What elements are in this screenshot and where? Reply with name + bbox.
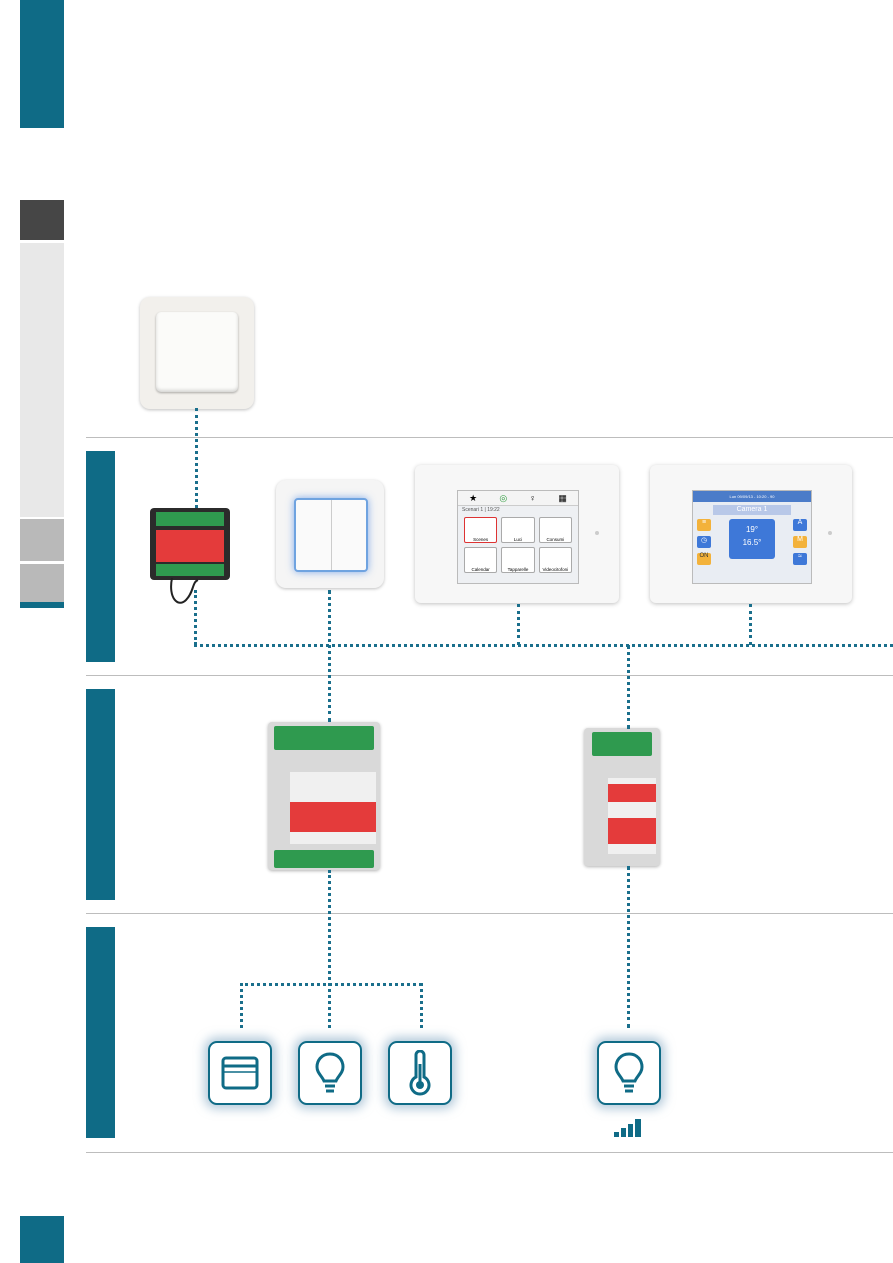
link-dimmer-to-light — [627, 866, 630, 1028]
light-load — [298, 1041, 362, 1105]
dimmer-actuator — [584, 728, 660, 866]
signal-bars-icon — [614, 1119, 641, 1137]
sidebar-light-tab — [20, 243, 64, 517]
thermostat-button-manual[interactable]: M — [793, 536, 807, 548]
bus-line — [194, 644, 893, 647]
tile-videophone[interactable]: Videocitofoni — [538, 547, 572, 573]
tile-lights[interactable]: Luci — [501, 517, 535, 543]
dimmer-terminals-top — [592, 732, 652, 756]
row-divider-3 — [86, 913, 893, 914]
actuator-terminals-top — [274, 726, 374, 750]
link-bus-to-dimmer — [627, 645, 630, 729]
thermostat-set-temp: 19° — [745, 525, 759, 534]
heating-load — [388, 1041, 452, 1105]
actuator-face — [290, 772, 376, 844]
row-band-controls — [86, 451, 115, 662]
interface-module-terminals-top — [156, 512, 224, 526]
touch-panel-status: Scenari 1 | 19:22 — [462, 507, 500, 513]
traditional-switch-rocker — [156, 312, 238, 392]
thermostat-button-fan[interactable]: ≈ — [793, 553, 807, 565]
thermostat-measured-temp: 16.5° — [742, 538, 762, 547]
traditional-switch — [140, 297, 254, 409]
row-divider-1 — [86, 437, 893, 438]
signal-icon[interactable]: ◎ — [499, 492, 508, 503]
touch-panel-sensor-dot — [595, 531, 599, 535]
sidebar-dark-tab — [20, 200, 64, 240]
star-icon[interactable]: ★ — [469, 492, 478, 503]
thermostat-screen: Lun 09/09/13 - 10:20 - 90 Camera 1 19° 1… — [692, 490, 812, 584]
thermostat-zone-label: Camera 1 — [713, 505, 791, 515]
grid-icon[interactable]: ▦ — [558, 492, 567, 503]
thermostat-button-mode[interactable]: ≡ — [697, 519, 711, 531]
link-to-heating — [420, 983, 423, 1028]
load-branch-line — [240, 983, 422, 986]
interface-module-terminals-bottom — [156, 564, 224, 576]
multi-channel-actuator — [268, 722, 380, 870]
bulb-icon — [315, 1052, 345, 1093]
sidebar-grey-underline — [20, 602, 64, 608]
row-divider-4 — [86, 1152, 893, 1153]
double-pushbutton — [276, 480, 384, 588]
dimmable-light-load — [597, 1041, 661, 1105]
thermostat-header: Lun 09/09/13 - 10:20 - 90 — [693, 491, 811, 502]
dimmer-red-label — [608, 784, 656, 802]
dimmable-bulb-icon — [614, 1052, 644, 1093]
thermostat-left-buttons: ≡ ◷ ON — [697, 519, 711, 565]
sidebar-grey-tab-1 — [20, 519, 64, 561]
dimmer-face — [608, 778, 656, 854]
shutter-load — [208, 1041, 272, 1105]
row-divider-2 — [86, 675, 893, 676]
shutter-icon — [221, 1056, 259, 1090]
pushbutton-key-right — [332, 500, 367, 570]
interface-module-wire — [170, 578, 199, 604]
double-pushbutton-keys — [294, 498, 368, 572]
link-interface-to-bus — [194, 590, 197, 645]
touch-panel: ★ ◎ ♀ ▦ Scenari 1 | 19:22 Scenes Luci Co… — [415, 465, 619, 603]
sidebar-grey-tab-2 — [20, 564, 64, 602]
bulb-tab-icon[interactable]: ♀ — [529, 493, 537, 503]
tile-scenes[interactable]: Scenes — [464, 517, 498, 543]
thermostat-button-auto[interactable]: A — [793, 519, 807, 531]
thermostat-button-on[interactable]: ON — [697, 553, 711, 565]
link-thermostat-to-bus — [749, 604, 752, 645]
touch-panel-screen: ★ ◎ ♀ ▦ Scenari 1 | 19:22 Scenes Luci Co… — [457, 490, 579, 584]
thermostat-display: 19° 16.5° — [729, 519, 775, 559]
tile-consumption[interactable]: Consumi — [538, 517, 572, 543]
link-actuator-to-loads — [328, 870, 331, 1028]
actuator-red-label — [290, 802, 376, 832]
row-band-loads — [86, 927, 115, 1138]
thermostat-button-clock[interactable]: ◷ — [697, 536, 711, 548]
dimmer-red-label-2 — [608, 818, 656, 844]
thermostat-sensor-dot — [828, 531, 832, 535]
touch-panel-tile-grid: Scenes Luci Consumi Calendar Tapparelle … — [464, 517, 572, 573]
actuator-terminals-bottom — [274, 850, 374, 868]
thermostat-panel: Lun 09/09/13 - 10:20 - 90 Camera 1 19° 1… — [650, 465, 852, 603]
link-touchpanel-to-bus — [517, 604, 520, 645]
link-switch-to-interface — [195, 408, 198, 508]
thermostat-right-buttons: A M ≈ — [793, 519, 807, 565]
thermometer-icon — [409, 1050, 431, 1096]
row-band-actuators — [86, 689, 115, 900]
link-to-shutter — [240, 983, 243, 1028]
link-pushbutton-to-bus — [328, 590, 331, 722]
sidebar-top-tab — [20, 0, 64, 128]
tile-shutters[interactable]: Tapparelle — [501, 547, 535, 573]
interface-module-label — [156, 530, 224, 562]
sidebar-bottom-tab — [20, 1216, 64, 1263]
tile-calendar[interactable]: Calendar — [464, 547, 498, 573]
touch-panel-tabbar: ★ ◎ ♀ ▦ — [458, 491, 578, 506]
pushbutton-key-left — [296, 500, 332, 570]
interface-module — [150, 508, 230, 580]
